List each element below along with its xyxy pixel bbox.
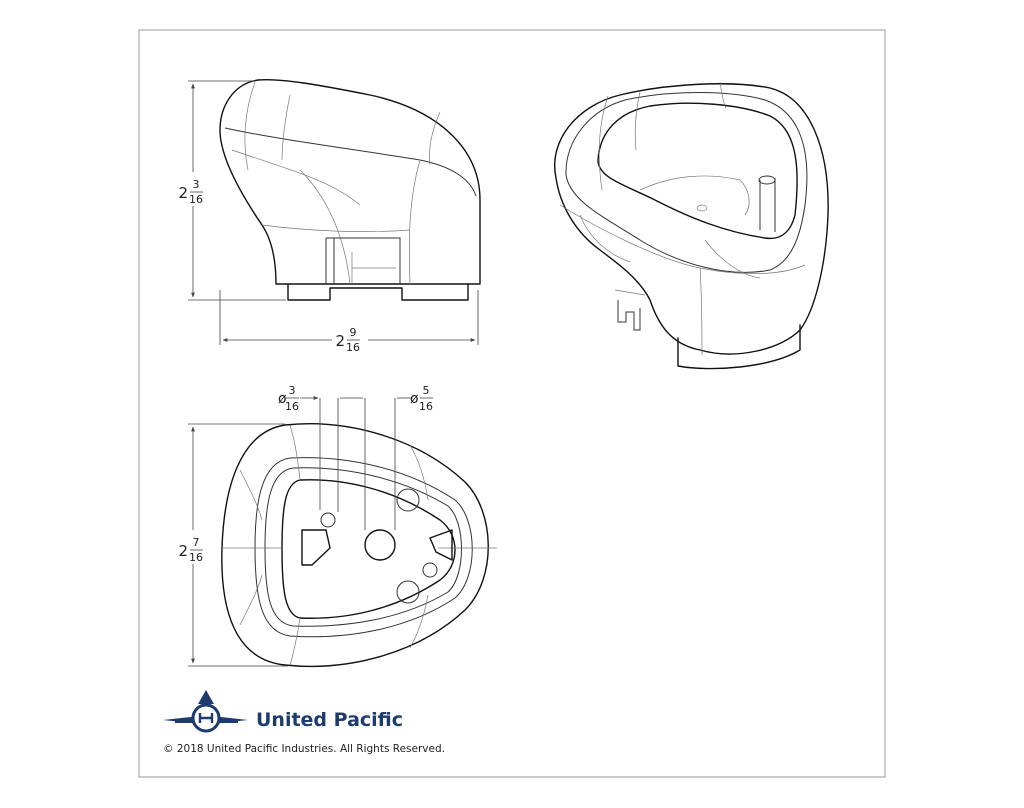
- brand-name: United Pacific: [256, 709, 403, 731]
- side-width-whole: 2: [335, 332, 345, 350]
- hole-dimensions: ø 3 16 ø 5 16: [278, 384, 433, 413]
- hole-large-prefix: ø: [410, 391, 419, 407]
- copyright-text: © 2018 United Pacific Industries. All Ri…: [163, 743, 445, 755]
- hole-small-prefix: ø: [278, 391, 287, 407]
- top-height-num: 7: [193, 536, 200, 549]
- brand-logo: United Pacific: [163, 690, 403, 733]
- side-height-den: 16: [189, 193, 203, 206]
- side-width-den: 16: [346, 341, 360, 354]
- hole-large-num: 5: [423, 384, 430, 397]
- side-view: [219, 78, 481, 301]
- side-height-whole: 2: [178, 184, 188, 202]
- hole-large-den: 16: [419, 400, 433, 413]
- bottom-view: [221, 398, 497, 668]
- top-height-whole: 2: [178, 542, 188, 560]
- side-width-num: 9: [350, 326, 357, 339]
- isometric-view: [554, 81, 829, 370]
- side-width-dimension: 2 9 16: [219, 290, 479, 356]
- top-height-den: 16: [189, 551, 203, 564]
- drawing-frame: [138, 29, 886, 778]
- side-height-dimension: 2 3 16: [176, 80, 286, 301]
- side-height-num: 3: [193, 178, 200, 191]
- top-height-dimension: 2 7 16: [176, 423, 288, 667]
- hole-small-den: 16: [285, 400, 299, 413]
- hole-small-num: 3: [289, 384, 296, 397]
